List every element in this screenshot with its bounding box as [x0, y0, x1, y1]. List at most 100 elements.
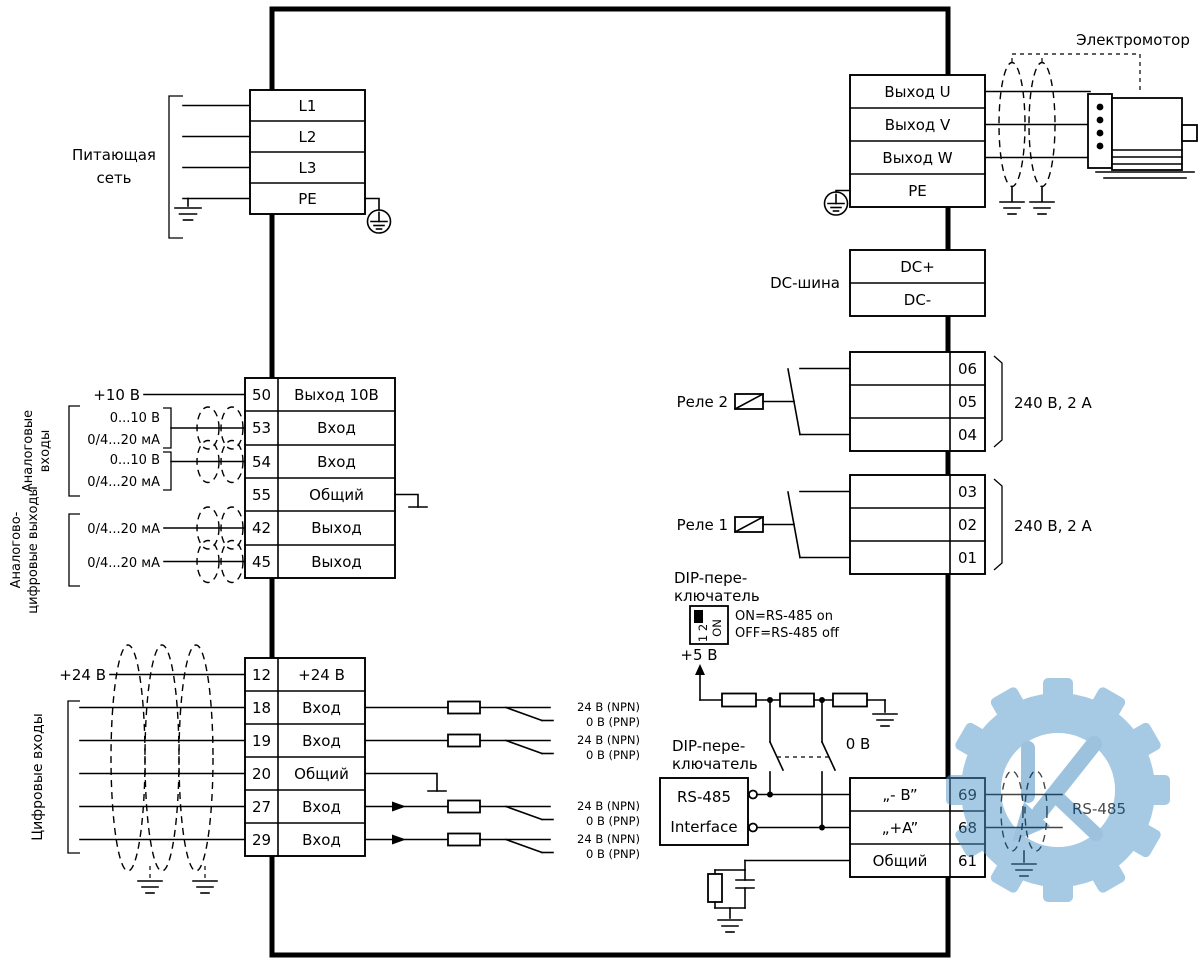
terminal-number: 54 — [252, 453, 271, 471]
pnp-label: 0 В (PNP) — [586, 748, 640, 762]
resistor-icon — [447, 832, 481, 847]
ground-icon — [1029, 185, 1055, 215]
npn-label: 24 В (NPN) — [577, 733, 640, 747]
terminal-number: 04 — [958, 426, 977, 444]
digital-inputs-section: +24 В Цифровые входы 2 — [30, 644, 640, 894]
terminal-number: 05 — [958, 393, 977, 411]
earth-circle-icon — [364, 197, 392, 234]
terminal-label: L2 — [299, 128, 317, 146]
interface-label-1: RS-485 — [677, 788, 731, 806]
range-label: 0/4...20 мА — [87, 475, 160, 490]
bracket — [163, 407, 172, 449]
digital-input-circuit-19: 24 В (NPN) 0 В (PNP) — [364, 733, 640, 762]
resistor-icon — [721, 692, 757, 708]
range-label: 0...10 В — [110, 453, 160, 468]
bracket — [68, 405, 80, 497]
relay1-label: Реле 1 — [677, 516, 728, 534]
resistor-icon — [447, 700, 481, 715]
pnp-label: 0 В (PNP) — [586, 814, 640, 828]
power-label-2: сеть — [96, 169, 131, 187]
dip-note-off: OFF=RS-485 off — [735, 626, 840, 641]
ground-icon — [872, 699, 898, 727]
terminal-label: „- B” — [882, 786, 917, 804]
digital-input-circuit-18: 24 В (NPN) 0 В (PNP) — [364, 700, 640, 729]
terminal-number: 19 — [252, 732, 271, 750]
plus10v-label: +10 В — [93, 386, 140, 404]
interface-label-2: Interface — [670, 818, 737, 836]
switch-lever — [504, 706, 544, 722]
range-label: 0/4...20 мА — [87, 433, 160, 448]
terminal-label: PE — [908, 182, 927, 200]
shield-ellipse-icon — [196, 506, 220, 550]
earth-circle-icon — [823, 189, 851, 216]
terminal-label: L3 — [299, 159, 317, 177]
terminal-label: Вход — [317, 419, 356, 437]
terminal-number: 55 — [252, 486, 271, 504]
npn-label: 24 В (NPN) — [577, 799, 640, 813]
relay1-section: Реле 1 03 02 01 240 В, 2 А — [677, 474, 1093, 575]
switch-lever — [504, 838, 544, 854]
range-label: 0...10 В — [110, 411, 160, 426]
shield-ellipse-icon — [178, 644, 214, 872]
bracket — [168, 95, 183, 239]
terminal-label: Выход 10В — [294, 386, 379, 404]
dc-bus-section: DC-шина DC+ DC- — [770, 249, 986, 317]
terminal-label: Вход — [302, 798, 341, 816]
ground-icon — [717, 919, 743, 933]
dip-on-label: ON — [710, 619, 724, 637]
shield-ellipse-icon — [220, 406, 244, 450]
arrow-icon — [392, 801, 406, 812]
zero-volt-label: 0 В — [846, 735, 871, 753]
bracket — [993, 355, 1003, 448]
shield-ellipse-icon — [110, 644, 146, 872]
motor-section: Электромотор Выход U Выход V Выход W PE — [823, 31, 1198, 216]
npn-label: 24 В (NPN) — [577, 832, 640, 846]
shield-ellipse-icon — [220, 539, 244, 584]
switch-lever — [820, 740, 837, 772]
terminal-label: Общий — [294, 765, 349, 783]
power-label-1: Питающая — [72, 146, 156, 164]
terminal-label: PE — [298, 190, 317, 208]
range-label: 0/4...20 мА — [87, 522, 160, 537]
analog-common-circuit — [394, 493, 428, 508]
motor-title: Электромотор — [1076, 31, 1190, 49]
relay2-rating: 240 В, 2 А — [1014, 394, 1093, 412]
plus24v-label: +24 В — [59, 666, 106, 684]
terminal-number: 53 — [252, 419, 271, 437]
shield-ellipse-icon — [196, 406, 220, 450]
dip-switch: DIP-пере- ключатель 1 2 ON ON=RS-485 on … — [674, 569, 840, 645]
digital-input-circuit-27: 24 В (NPN) 0 В (PNP) — [364, 799, 640, 828]
terminal-number: 29 — [252, 831, 271, 849]
pnp-label: 0 В (PNP) — [586, 847, 640, 861]
terminal-number: 02 — [958, 516, 977, 534]
bracket — [993, 478, 1003, 571]
terminal-number: 01 — [958, 549, 977, 567]
rs485-pull-network: +5 В 0 В DIP-пере- ключатель — [672, 646, 898, 831]
terminal-label: Вход — [302, 699, 341, 717]
shield-ellipse-icon — [196, 539, 220, 584]
dip-toggle — [694, 610, 703, 623]
terminal-number: 27 — [252, 798, 271, 816]
terminal-number: 45 — [252, 553, 271, 571]
terminal-number: 20 — [252, 765, 271, 783]
ground-icon — [137, 880, 163, 894]
bracket — [68, 513, 80, 587]
terminal-label: Общий — [309, 486, 364, 504]
motor-icon — [1087, 93, 1198, 179]
terminal-number: 03 — [958, 483, 977, 501]
pin-circle — [748, 822, 758, 833]
pin-circle — [748, 789, 758, 800]
analog-inputs-group-2: входы — [38, 430, 53, 473]
bracket — [67, 700, 80, 854]
ground-icon — [174, 197, 202, 221]
terminal-label: Выход U — [884, 83, 950, 101]
terminal-number: 50 — [252, 386, 271, 404]
pnp-label: 0 В (PNP) — [586, 715, 640, 729]
analog-inputs-group-1: Аналоговые — [21, 410, 36, 492]
terminal-number: 12 — [252, 666, 271, 684]
dip-label-1: DIP-пере- — [672, 737, 745, 755]
terminal-number: 18 — [252, 699, 271, 717]
arrow-up-icon — [695, 664, 705, 675]
